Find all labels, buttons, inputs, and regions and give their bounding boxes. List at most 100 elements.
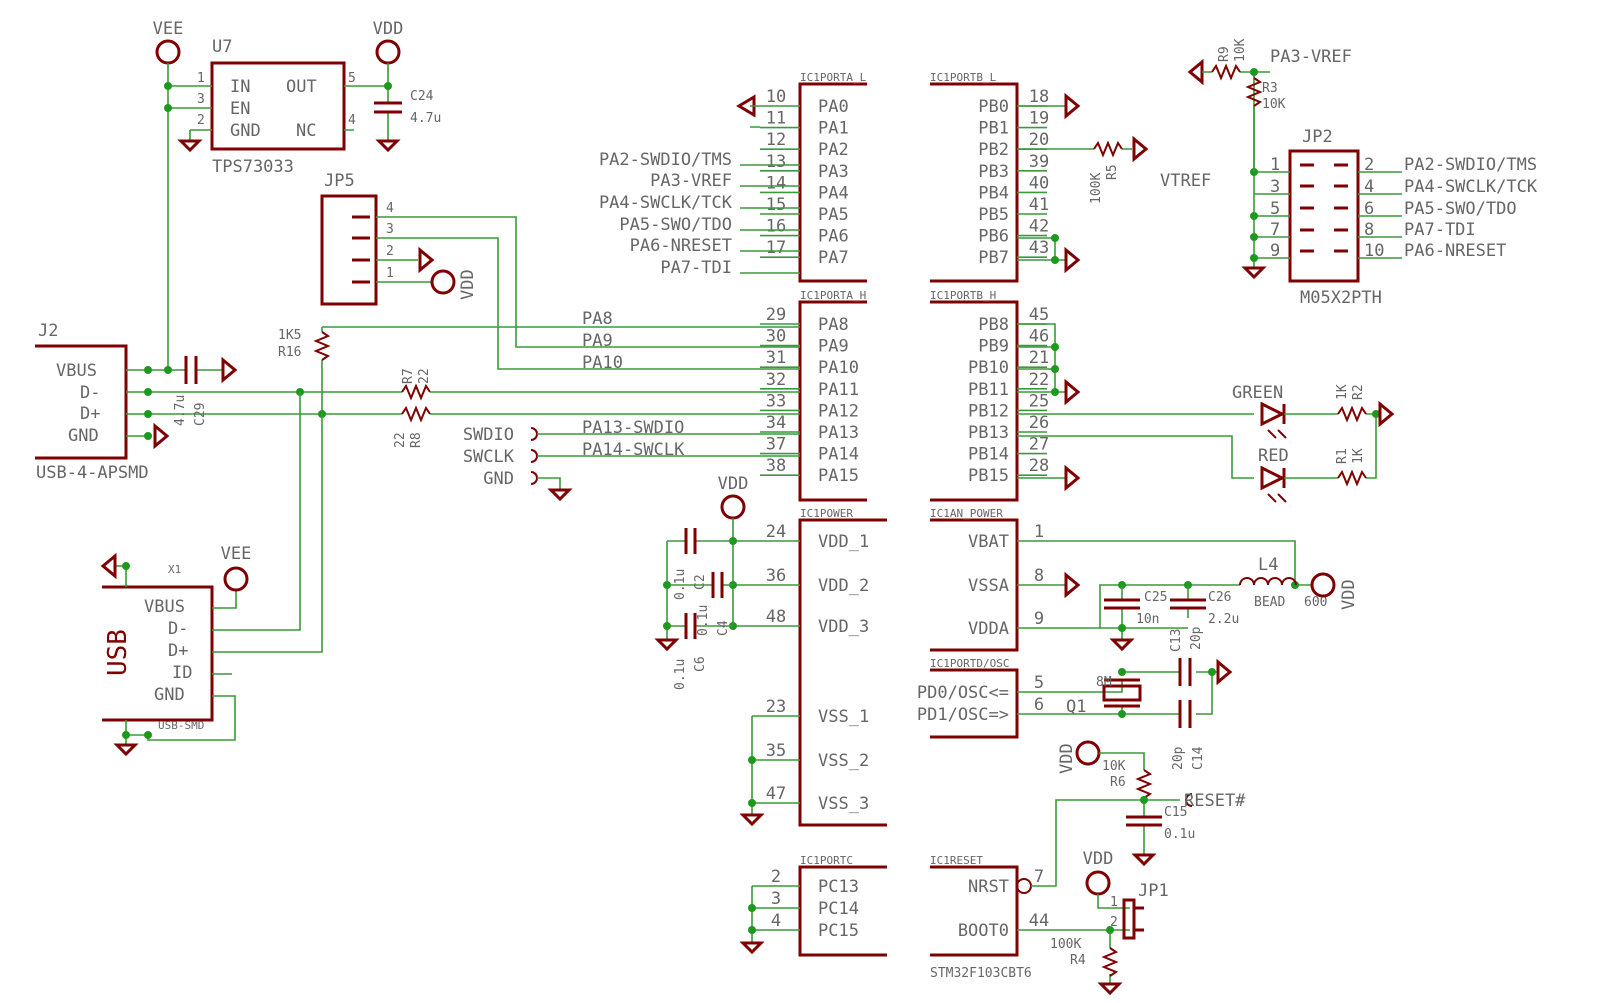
pin-name: VDD_1 [818,532,869,552]
pin-number: 3 [771,889,781,909]
pin-name: PB12 [968,401,1009,421]
pin-number: 41 [1029,195,1049,215]
pin-number: 40 [1029,173,1049,193]
r1-value: 1K [1351,448,1366,464]
jp2-name: JP2 [1302,127,1333,147]
wire-label-pa10: PA10 [582,353,623,373]
portb-h-name: IC1PORTB_H [930,289,996,302]
vdda-vdd-icon [1310,572,1336,598]
pin-name: PA2 [818,140,849,160]
pb7-gnd-arrow [1064,246,1081,274]
pwr-gnd-symbol [654,638,680,652]
pin-number: 7 [1034,867,1044,887]
u7-pinnum-2: 2 [197,113,205,128]
pin-name: VSS_2 [818,751,869,771]
pa3-vref-label: PA3-VREF [1270,47,1352,67]
pin-name: PB9 [978,337,1009,357]
r7-name: R7 [401,368,416,384]
osc-gnd-arrow [1216,658,1233,686]
c13-value: 20p [1189,626,1204,650]
r5-gnd-arrow [1132,135,1149,163]
pin-name: PB10 [968,358,1009,378]
pin-number: 33 [766,391,786,411]
c14-value: 20p [1171,746,1186,770]
jp2-left-pin: 9 [1270,241,1280,261]
r1-resistor [1337,469,1367,487]
u7-regulator: U7 TPS73033 IN EN GND OUT NC 1 3 2 5 4 V… [153,19,441,370]
c2-name: C2 [693,574,708,590]
x1-pin-gnd: GND [154,685,185,705]
jp5-pin1: 1 [386,266,394,281]
pin-name: VSSA [968,576,1009,596]
c29-name: C29 [193,403,208,426]
j2-pin-gnd: GND [68,426,99,446]
c25-gnd-symbol [1109,638,1135,652]
c2-capacitor [684,528,697,554]
c13-name: C13 [1169,629,1184,652]
u7-pin-in: IN [230,77,250,97]
pwr-vdd-label: VDD [718,474,749,494]
r6-value: 10K [1102,759,1126,774]
vee-supply-icon [155,39,181,65]
u7-pinnum-5: 5 [348,71,356,86]
r8-resistor [401,405,431,423]
portb-l-name: IC1PORTB_L [930,71,997,84]
pin-name: PB13 [968,423,1009,443]
pin-name: PA0 [818,97,849,117]
u7-pinnum-1: 1 [197,71,205,86]
label-swclk: SWCLK [463,447,515,467]
pin-number: 5 [1034,673,1044,693]
pin-name: PB8 [978,315,1009,335]
pin-number: 14 [766,173,786,193]
pin-number: 45 [1029,305,1049,325]
pin-name: PA11 [818,380,859,400]
r4-name: R4 [1070,953,1086,968]
r3-name: R3 [1262,81,1278,96]
r4-value: 100K [1050,937,1081,952]
q1-name: Q1 [1066,697,1086,717]
r16-value: 1K5 [278,328,301,343]
pin-number: 10 [766,87,786,107]
led-red-icon [1260,465,1286,491]
l4-bead [1239,577,1297,586]
jp2-right-pin: 6 [1364,199,1374,219]
pin-number: 15 [766,195,786,215]
wire-label-pa9: PA9 [582,331,613,351]
pin-number: 12 [766,130,786,150]
pin-number: 18 [1029,87,1049,107]
l4-value: 600 [1304,595,1327,610]
jp1-vdd-label: VDD [1083,849,1114,869]
jp2-body [1288,149,1360,283]
pin-number: 43 [1029,238,1049,258]
pin-name: PD1/OSC=> [917,705,1009,725]
pin-name: PA13 [818,423,859,443]
pin-number: 19 [1029,109,1049,129]
pin-name: PB7 [978,248,1009,268]
porta-l-name: IC1PORTA_L [800,71,867,84]
portb-right-wiring: 100K R5 [1017,92,1254,492]
c15-gnd-symbol [1131,853,1157,867]
j2-gnd-arrow [153,422,170,450]
pin-name: PA9 [818,337,849,357]
r9-value: 10K [1233,38,1248,62]
l4-part: BEAD [1254,595,1285,610]
pin-name: PB0 [978,97,1009,117]
pin-name: PB14 [968,445,1009,465]
portc-ground [739,885,800,955]
jp2-signal-label: PA7-TDI [1404,220,1476,240]
c4-name: C4 [716,620,731,636]
pin-name: PA15 [818,466,859,486]
c24-name: C24 [410,89,434,104]
c24-value: 4.7u [410,111,441,126]
led-gnd-arrow [1378,400,1395,428]
pin-number: 22 [1029,370,1049,390]
pin-name: PB2 [978,140,1009,160]
pin-name: VDDA [968,619,1009,639]
vee-label-top: VEE [153,19,184,39]
label-pa4: PA4-SWCLK/TCK [599,193,733,213]
jp2-signal-label: PA2-SWDIO/TMS [1404,155,1537,175]
pin-name: PC14 [818,899,859,919]
